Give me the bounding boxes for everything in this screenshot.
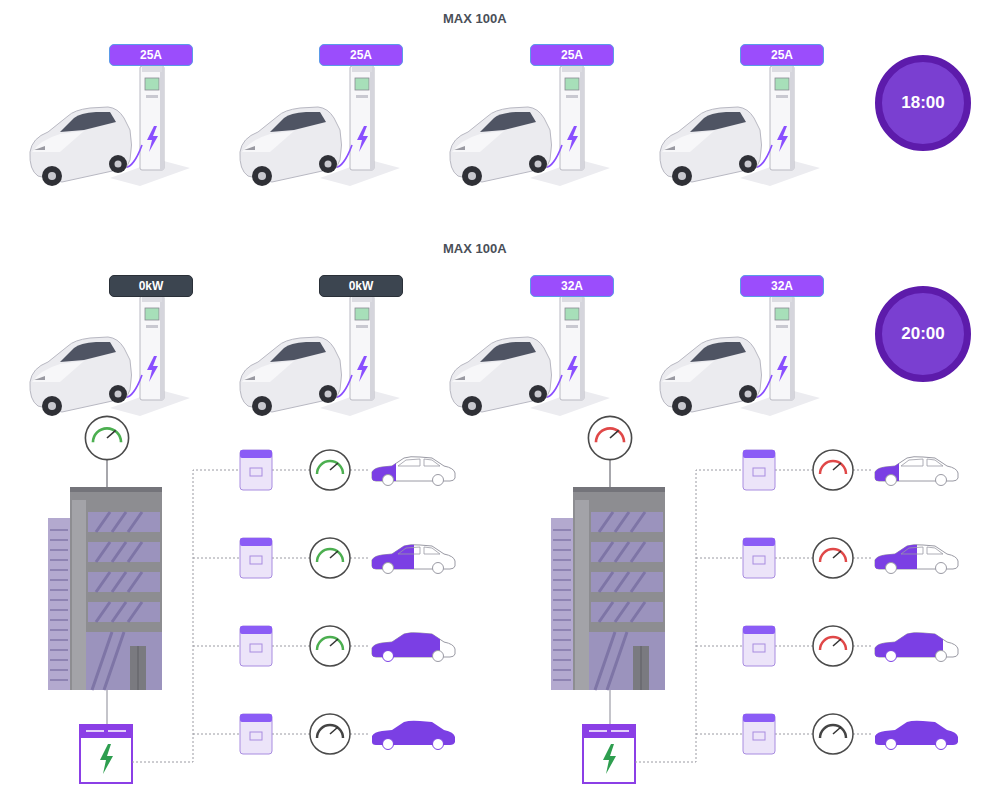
badge-text: 25A (140, 48, 162, 62)
gauge (813, 626, 853, 666)
current-badge: 25A (740, 44, 824, 66)
current-badge: 0kW (109, 275, 193, 297)
gauge (310, 626, 350, 666)
capacity-label: MAX 100A (443, 11, 507, 26)
badge-text: 25A (350, 48, 372, 62)
badge-text: 32A (561, 279, 583, 293)
gauge (813, 714, 853, 754)
gauge (310, 538, 350, 578)
gauge (813, 538, 853, 578)
time-circle: 20:00 (875, 286, 971, 382)
car-charger (450, 66, 610, 186)
current-badge: 32A (530, 275, 614, 297)
building-network-overload (551, 416, 958, 783)
car-charger (450, 296, 610, 416)
current-badge: 25A (530, 44, 614, 66)
gauge (310, 450, 350, 490)
car-charger (240, 296, 400, 416)
car-charger-row-1 (30, 66, 820, 186)
current-badge: 32A (740, 275, 824, 297)
badge-text: 32A (771, 279, 793, 293)
car-charger (660, 296, 820, 416)
building (551, 450, 958, 783)
current-badge: 0kW (319, 275, 403, 297)
car-charger (30, 66, 190, 186)
gauge (310, 714, 350, 754)
badge-text: 25A (561, 48, 583, 62)
badge-text: 25A (771, 48, 793, 62)
badge-text: 0kW (139, 279, 164, 293)
car-charger (660, 66, 820, 186)
car-charger (30, 296, 190, 416)
car-charger-row-2 (30, 296, 820, 416)
capacity-label: MAX 100A (443, 241, 507, 256)
current-badge: 25A (319, 44, 403, 66)
gauge (813, 450, 853, 490)
current-badge: 25A (109, 44, 193, 66)
gauge (588, 416, 631, 459)
gauge (85, 416, 128, 459)
building (48, 450, 455, 783)
time-circle: 18:00 (875, 55, 971, 151)
badge-text: 0kW (349, 279, 374, 293)
time-text: 18:00 (901, 93, 944, 113)
time-text: 20:00 (901, 324, 944, 344)
car-charger (240, 66, 400, 186)
building-network-normal (48, 416, 455, 783)
